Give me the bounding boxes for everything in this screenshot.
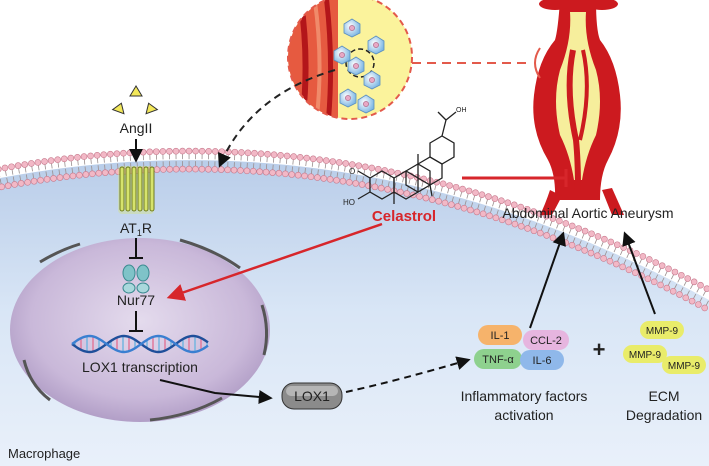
dna-helix [71, 334, 209, 354]
lox1-highlight [286, 386, 338, 396]
macrophage-label: Macrophage [8, 446, 80, 461]
cytokine-pill [478, 325, 522, 345]
ecm-to-aaa-arrow [622, 231, 656, 315]
celastrol-nur77-arrow [166, 222, 383, 301]
lox1-transcription-label: LOX1 transcription [82, 359, 198, 375]
ecm-caption-line1: ECM [648, 388, 679, 404]
cytokine-pill [520, 350, 564, 370]
cytokine-label: IL-1 [491, 330, 510, 342]
lox1-to-inflammation-arrow [345, 356, 471, 393]
at1r-label: AT1R [120, 220, 152, 238]
inflammation-to-aaa-arrow [529, 231, 566, 329]
inflammatory-caption-line1: Inflammatory factors [461, 388, 588, 404]
cooh-label: OH [456, 107, 467, 114]
lox1-expression-arrow [159, 379, 273, 404]
nur77-protein [122, 264, 150, 294]
oxo-label: O [349, 167, 355, 176]
inflammatory-caption-line2: activation [494, 407, 553, 423]
plus-sign: + [593, 337, 606, 362]
angII-molecules [111, 85, 159, 115]
mmp9-pill [640, 321, 684, 339]
cytokine-cluster: IL-1 CCL-2 TNF-α IL-6 [474, 325, 569, 370]
mmp9-label: MMP-9 [646, 326, 679, 337]
macrophage-cells [333, 18, 385, 114]
hydroxy-label: HO [343, 198, 355, 207]
angII-label: AngII [120, 120, 153, 136]
at1r-receptor [118, 166, 155, 214]
nur77-label: Nur77 [117, 292, 155, 308]
cytokine-label: IL-6 [533, 355, 552, 367]
mmp9-pill [623, 345, 667, 363]
mmp9-label: MMP-9 [668, 361, 701, 372]
aneurysm-label: Abdominal Aortic Aneurysm [502, 205, 673, 221]
zoom-region-bracket [534, 47, 541, 79]
lox1-label: LOX1 [294, 388, 330, 404]
cytokine-pill [523, 330, 569, 350]
abdominal-aorta [533, 0, 624, 215]
mmp9-cluster: MMP-9 MMP-9 MMP-9 [623, 321, 706, 374]
ecm-caption-line2: Degradation [626, 407, 702, 423]
cytokine-pill [474, 349, 522, 369]
nuclear-envelope-pores [22, 238, 269, 422]
celastrol-label: Celastrol [372, 208, 436, 225]
infiltration-arrow [217, 69, 336, 168]
celastrol-structure [357, 111, 457, 204]
mmp9-label: MMP-9 [629, 350, 662, 361]
cytokine-label: CCL-2 [530, 335, 562, 347]
cytokine-label: TNF-α [482, 354, 514, 366]
mmp9-pill [662, 356, 706, 374]
